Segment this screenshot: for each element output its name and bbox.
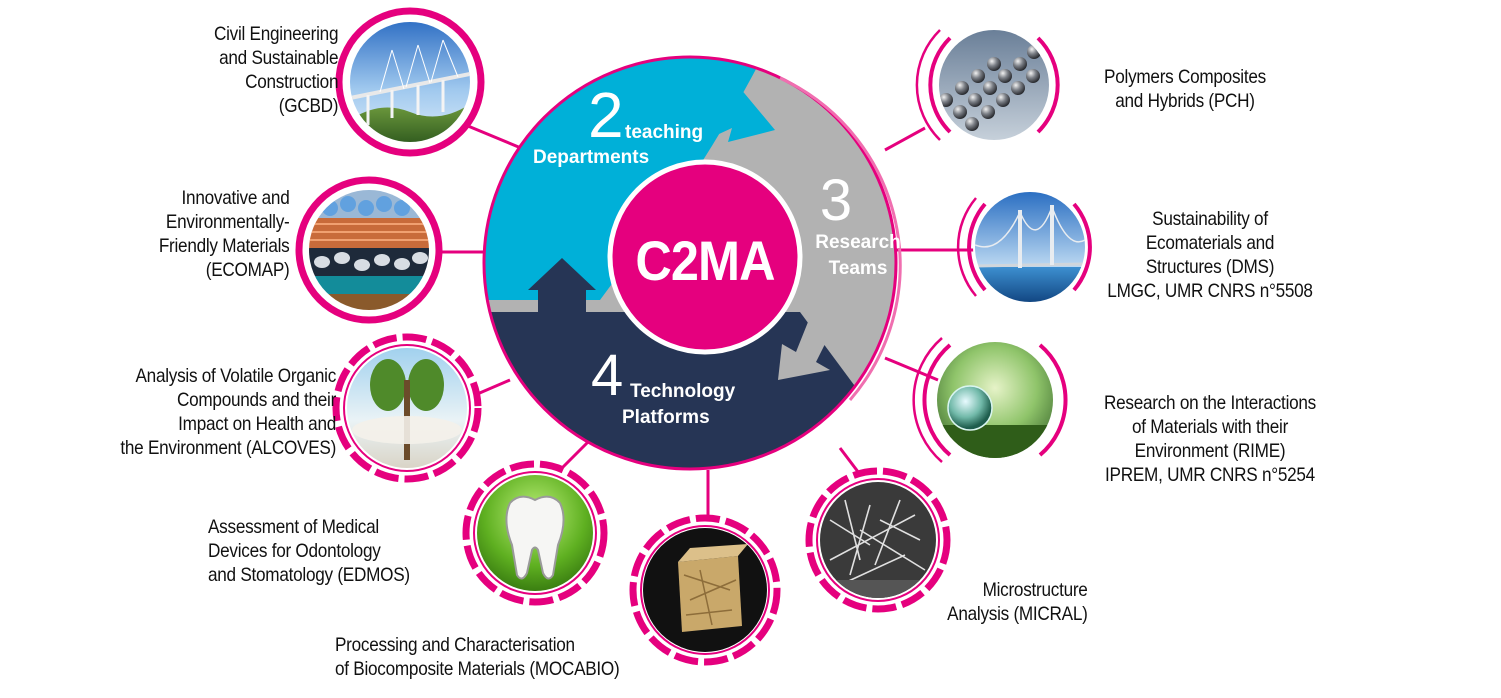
platforms-label-2: Platforms [622,407,710,428]
arrow-platforms-to-teaching [528,258,596,318]
node-mocabio [629,514,781,666]
teaching-label-1: teaching [625,122,703,143]
biocomposite-block-icon [643,528,767,652]
molecule-structure-icon [939,30,1049,140]
bridge-viaduct-icon [350,22,470,142]
arrow-research-to-platforms [778,322,832,380]
node-gcbd [335,7,485,157]
node-pch [915,28,1060,142]
teaching-label-2: Departments [533,147,649,168]
node-dms [956,190,1092,304]
node-edmos [462,460,608,606]
research-label-1: Research [815,232,901,253]
node-micral [805,467,951,613]
materials-layers-icon [309,190,429,310]
microstructure-icon [820,482,936,598]
platforms-label-1: Technology [630,381,736,402]
node-ecomap [295,176,443,324]
suspension-bridge-icon [975,192,1085,302]
teaching-number: 2 [588,79,624,151]
tooth-icon [477,475,593,591]
research-label-2: Teams [829,258,888,279]
tree-lungs-icon [347,348,467,468]
center-circle [607,159,803,355]
node-alcoves [332,333,482,483]
node-rime [912,337,1068,463]
main-cycle-circle: C2MA 2 teaching Departments 3 Research T… [482,55,902,471]
platforms-number: 4 [591,343,623,408]
arrow-teaching-to-research [700,88,775,142]
center-title: C2MA [635,231,775,293]
research-number: 3 [820,168,852,233]
